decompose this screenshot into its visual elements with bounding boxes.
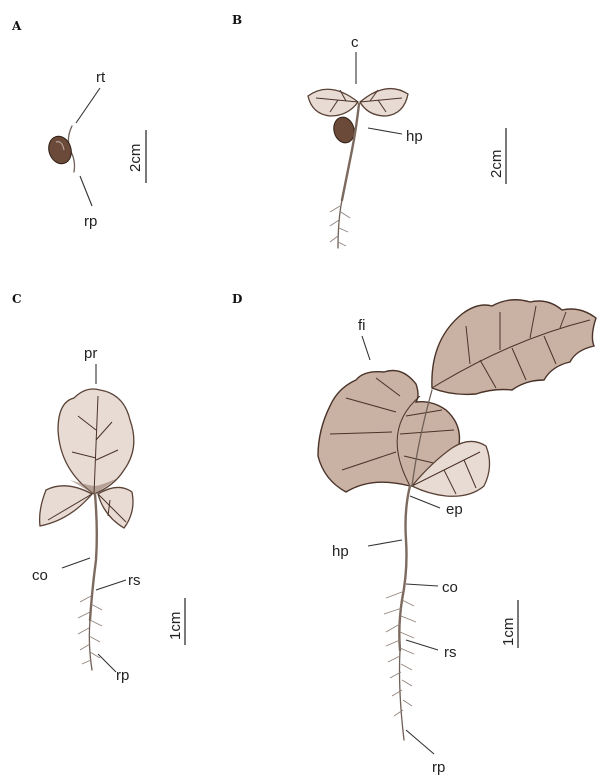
panel-d-label-hp: hp bbox=[332, 543, 349, 560]
panel-c-label-rp: rp bbox=[116, 667, 129, 684]
panel-b-label-c: c bbox=[351, 34, 359, 51]
panel-c-seedling-illustration bbox=[40, 389, 134, 670]
panel-b-letter: B bbox=[232, 13, 242, 27]
panel-c-label-rs: rs bbox=[128, 572, 141, 589]
panel-a-label-rt: rt bbox=[96, 69, 106, 86]
panel-a-rp-leader bbox=[80, 176, 92, 206]
panel-d-co-leader bbox=[406, 584, 438, 586]
panel-c-rp-leader bbox=[98, 654, 116, 672]
panel-d-rp-leader bbox=[406, 730, 434, 754]
panel-d-hp-leader bbox=[368, 540, 402, 546]
panel-a: A rt rp 2cm bbox=[11, 19, 146, 230]
panel-d-fi-leader bbox=[362, 336, 370, 360]
panel-d-label-rp: rp bbox=[432, 759, 445, 776]
panel-a-rt-leader bbox=[76, 88, 100, 123]
panel-b-hp-leader bbox=[368, 128, 402, 134]
panel-d-letter: D bbox=[232, 292, 242, 306]
panel-c-label-co: co bbox=[32, 567, 48, 584]
panel-c-letter: C bbox=[12, 292, 22, 306]
panel-c-scale-label: 1cm bbox=[167, 612, 184, 640]
panel-b: B c hp 2cm bbox=[232, 13, 506, 248]
panel-a-letter: A bbox=[11, 19, 22, 33]
panel-d: D bbox=[232, 292, 596, 776]
panel-b-scale-label: 2cm bbox=[488, 150, 505, 178]
panel-d-scale-bar: 1cm bbox=[500, 600, 518, 648]
panel-a-seed-illustration bbox=[45, 126, 75, 172]
panel-b-scale-bar: 2cm bbox=[488, 128, 506, 184]
panel-d-seedling-illustration bbox=[318, 300, 596, 740]
panel-a-scale-label: 2cm bbox=[127, 144, 144, 172]
panel-c-rs-leader bbox=[96, 580, 126, 590]
panel-d-label-fi: fi bbox=[358, 317, 366, 334]
panel-d-label-rs: rs bbox=[444, 644, 457, 661]
panel-c-co-leader bbox=[62, 558, 90, 568]
panel-b-label-hp: hp bbox=[406, 128, 423, 145]
panel-d-label-ep: ep bbox=[446, 501, 463, 518]
panel-a-label-rp: rp bbox=[84, 213, 97, 230]
panel-c-label-pr: pr bbox=[84, 345, 97, 362]
panel-d-scale-label: 1cm bbox=[500, 618, 517, 646]
panel-d-ep-leader bbox=[410, 496, 440, 508]
panel-c-scale-bar: 1cm bbox=[167, 598, 185, 645]
panel-d-label-co: co bbox=[442, 579, 458, 596]
panel-a-scale-bar: 2cm bbox=[127, 130, 146, 183]
panel-b-seedling-illustration bbox=[308, 89, 408, 248]
panel-c: C pr co rs rp bbox=[12, 292, 185, 684]
panel-d-rs-leader bbox=[406, 640, 438, 650]
